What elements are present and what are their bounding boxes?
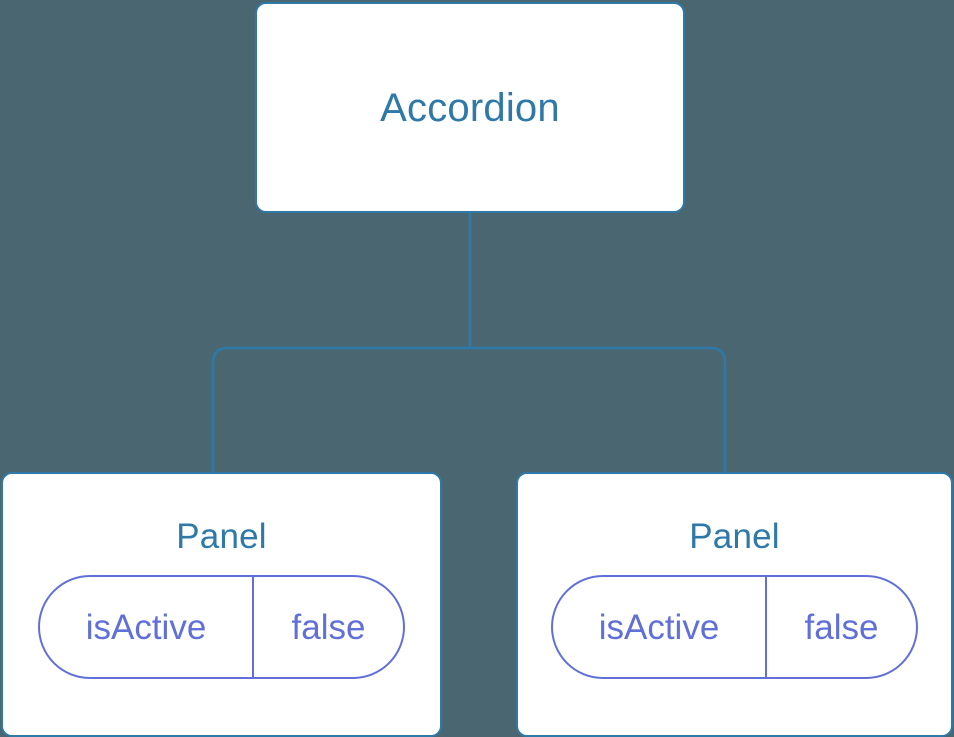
prop-key-isactive-left: isActive: [40, 577, 254, 677]
prop-value-isactive-left: false: [291, 607, 366, 647]
node-panel-left[interactable]: Panel isActive false: [1, 472, 442, 737]
prop-pill-isactive-left[interactable]: isActive false: [38, 575, 405, 679]
edge-to-panel-right: [710, 346, 727, 480]
prop-value-isactive-right: false: [804, 607, 879, 647]
prop-pill-isactive-right[interactable]: isActive false: [551, 575, 918, 679]
node-panel-left-label: Panel: [176, 517, 267, 556]
node-panel-right-label: Panel: [689, 517, 780, 556]
node-accordion-label: Accordion: [380, 85, 560, 130]
prop-key-isactive-right: isActive: [553, 577, 767, 677]
node-panel-right[interactable]: Panel isActive false: [516, 472, 953, 737]
edge-to-panel-left: [211, 346, 229, 480]
node-accordion[interactable]: Accordion: [255, 2, 685, 213]
